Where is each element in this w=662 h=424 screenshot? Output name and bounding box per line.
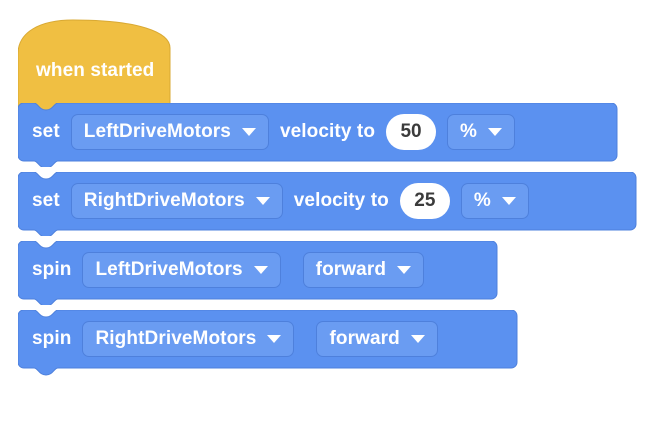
block-set-velocity-left[interactable]: set LeftDriveMotors velocity to 50 %	[18, 103, 623, 167]
motor-group-value: RightDriveMotors	[95, 328, 257, 349]
velocity-value-input[interactable]: 25	[399, 183, 450, 219]
motor-group-dropdown-right[interactable]: RightDriveMotors	[82, 321, 295, 357]
motor-group-value: LeftDriveMotors	[95, 259, 243, 280]
set-keyword-label: set	[32, 190, 60, 211]
motor-group-value: LeftDriveMotors	[83, 121, 231, 142]
block-set-velocity-right[interactable]: set RightDriveMotors velocity to 25 %	[18, 172, 643, 236]
set-keyword-label: set	[32, 121, 60, 142]
chevron-down-icon	[488, 128, 503, 136]
velocity-unit-value: %	[460, 121, 478, 142]
when-started-block-shape	[18, 19, 171, 110]
chevron-down-icon	[267, 335, 282, 343]
chevron-down-icon	[253, 266, 268, 274]
spin-direction-dropdown[interactable]: forward	[316, 321, 438, 357]
when-started-label: when started	[36, 60, 155, 81]
velocity-to-label: velocity to	[293, 190, 389, 211]
motor-group-dropdown-left[interactable]: LeftDriveMotors	[82, 252, 281, 288]
spin-direction-dropdown[interactable]: forward	[302, 252, 425, 288]
spin-direction-value: forward	[329, 328, 400, 349]
spin-direction-value: forward	[315, 259, 387, 280]
velocity-unit-value: %	[473, 190, 491, 211]
motor-group-dropdown-right[interactable]: RightDriveMotors	[70, 183, 283, 219]
block-when-started[interactable]: when started	[18, 18, 184, 110]
chevron-down-icon	[410, 335, 425, 343]
chevron-down-icon	[397, 266, 412, 274]
velocity-unit-dropdown[interactable]: %	[447, 114, 516, 150]
chevron-down-icon	[501, 197, 516, 205]
chevron-down-icon	[255, 197, 270, 205]
block-spin-right[interactable]: spin RightDriveMotors forward	[18, 310, 528, 376]
spin-keyword-label: spin	[32, 259, 72, 280]
velocity-to-label: velocity to	[279, 121, 376, 142]
spin-keyword-label: spin	[32, 328, 72, 349]
chevron-down-icon	[241, 128, 256, 136]
velocity-value-input[interactable]: 50	[386, 114, 437, 150]
block-spin-left[interactable]: spin LeftDriveMotors forward	[18, 241, 508, 305]
motor-group-value: RightDriveMotors	[83, 190, 245, 211]
velocity-unit-dropdown[interactable]: %	[460, 183, 529, 219]
motor-group-dropdown-left[interactable]: LeftDriveMotors	[70, 114, 269, 150]
